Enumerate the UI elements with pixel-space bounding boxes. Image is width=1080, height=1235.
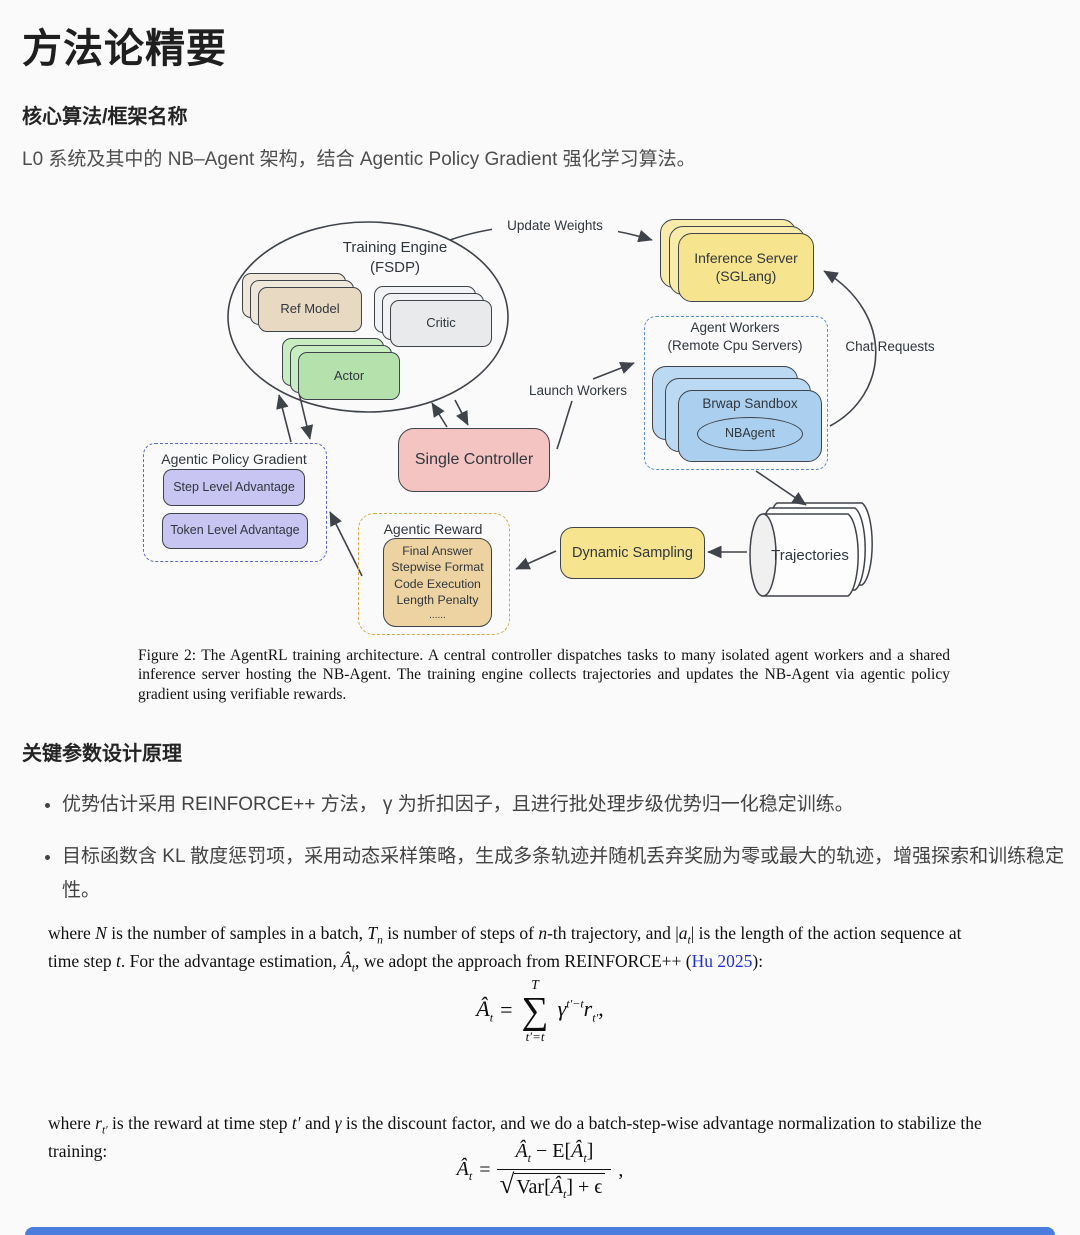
step-level-advantage-box: Step Level Advantage	[163, 469, 305, 506]
summation-symbol: T ∑ t′=t	[521, 977, 549, 1044]
sqrt-sign: √	[499, 1168, 515, 1199]
bullet-item: 目标函数含 KL 散度惩罚项，采用动态采样策略，生成多条轨迹并随机丢弃奖励为零或…	[62, 840, 1080, 908]
figure-diagram: Training Engine (FSDP) Ref Model Critic …	[0, 205, 1080, 641]
agentic-policy-gradient-box	[143, 443, 327, 562]
dynamic-sampling-box: Dynamic Sampling	[560, 527, 705, 579]
formula-advantage-normalization: Ât = Ât − E[Ât] √ Var[Ât] + ϵ ,	[456, 1140, 624, 1202]
math-paragraph-1: where N is the number of samples in a ba…	[48, 922, 962, 975]
trajectories-cylinder	[749, 502, 873, 597]
figure-caption: Figure 2: The AgentRL training architect…	[138, 647, 950, 703]
token-level-advantage-box: Token Level Advantage	[162, 513, 308, 549]
update-weights-label: Update Weights	[492, 217, 618, 235]
agentic-policy-gradient-label: Agentic Policy Gradient	[161, 451, 307, 467]
agent-workers-label: Agent Workers (Remote Cpu Servers)	[667, 320, 803, 353]
reward-components-card: Final Answer Stepwise Format Code Execut…	[383, 538, 492, 627]
core-algorithm-text: L0 系统及其中的 NB–Agent 架构，结合 Agentic Policy …	[22, 149, 696, 170]
nbagent-ellipse: NBAgent	[697, 416, 803, 451]
page-title: 方法论精要	[22, 27, 227, 71]
bullet-item: 优势估计采用 REINFORCE++ 方法， γ 为折扣因子，且进行批处理步级优…	[62, 788, 1080, 822]
formula-advantage-sum: Ât = T ∑ t′=t γt′−trt′,	[476, 977, 604, 1044]
citation-link-hu-2025[interactable]: Hu 2025	[691, 950, 753, 971]
agent-workers-box	[644, 316, 828, 470]
key-params-list: 优势估计采用 REINFORCE++ 方法， γ 为折扣因子，且进行批处理步级优…	[26, 770, 1080, 907]
single-controller-box: Single Controller	[398, 428, 550, 492]
diagram-shapes-arrows-layer	[227, 221, 877, 597]
fraction: Ât − E[Ât] √ Var[Ât] + ϵ	[497, 1140, 612, 1202]
launch-workers-label: Launch Workers	[516, 382, 640, 400]
page-bottom-accent-bar	[25, 1227, 1055, 1235]
math-paragraph-2: where rt′ is the reward at time step t′ …	[48, 1112, 982, 1161]
section-heading-core-algorithm: 核心算法/框架名称	[22, 106, 188, 128]
agentic-reward-box	[358, 513, 510, 635]
chat-requests-label: Chat Requests	[845, 339, 935, 354]
trajectories-label: Trajectories	[771, 547, 849, 564]
agentic-reward-label: Agentic Reward	[383, 521, 483, 537]
training-engine-label: Training Engine (FSDP)	[342, 239, 448, 276]
section-heading-key-params: 关键参数设计原理	[22, 743, 182, 765]
training-engine-ellipse	[227, 221, 509, 413]
